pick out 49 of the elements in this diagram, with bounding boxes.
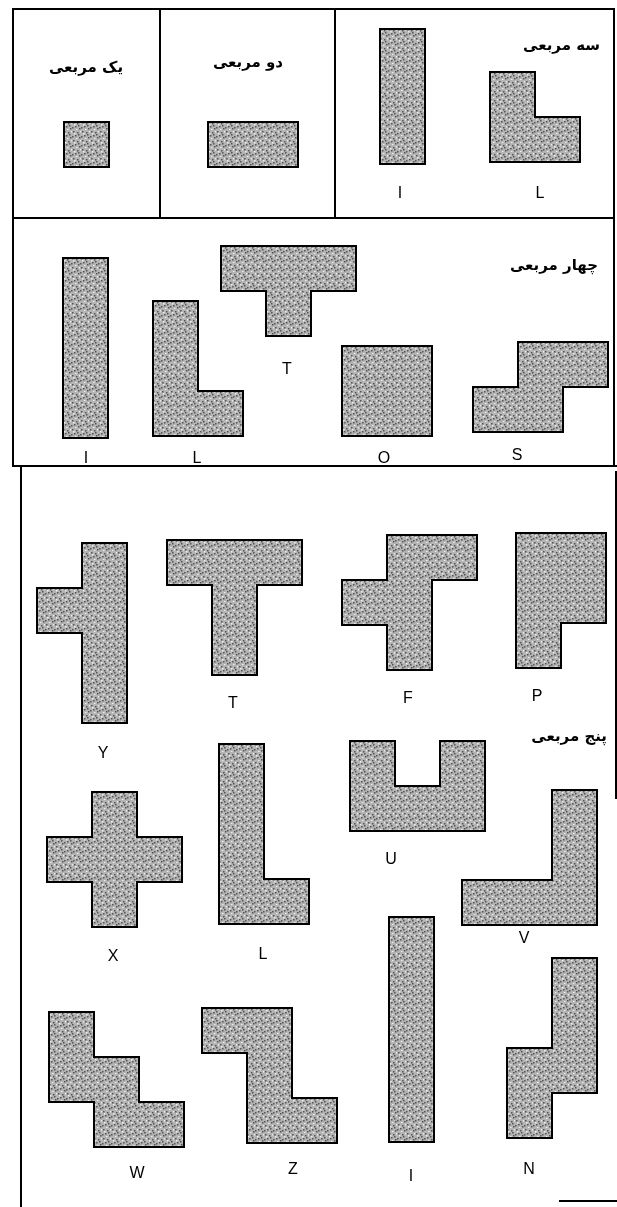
polyomino-shape [63,121,110,168]
polyomino-shape [152,300,244,437]
polyomino-shape [46,791,183,928]
polyomino-shape [62,257,109,439]
shape-letter: I [83,449,89,467]
polyomino-shape [218,743,310,925]
polyomino-shape [220,245,357,337]
shape-letter: U [385,850,397,868]
polyomino-shape [515,532,607,669]
shape-letter: Z [288,1160,298,1178]
panel [334,8,615,219]
shape-letter: L [192,449,202,467]
panel-heading: دو مربعی [212,53,284,71]
shape-letter: Y [97,744,109,762]
shape-letter: V [518,929,530,947]
polyomino-shape [48,1011,185,1148]
panel [20,465,617,1207]
polyomino-shape [207,121,299,168]
shape-letter: P [531,687,543,705]
shape-letter: F [403,689,413,707]
shape-letter: X [107,947,119,965]
polyomino-shape [36,542,128,724]
shape-letter: T [228,694,238,712]
panel-heading: سه مربعی [523,36,600,54]
polyomino-shape [341,345,433,437]
panel-heading: یک مربعی [48,58,124,76]
shape-letter: I [408,1167,414,1185]
shape-letter: L [535,184,545,202]
polyomino-shape [489,71,581,163]
panel [12,8,161,219]
shape-letter: O [377,449,391,467]
panel [12,217,615,467]
polyomino-shape [506,957,598,1139]
polyomino-shape [166,539,303,676]
shape-letter: N [523,1160,535,1178]
panel-heading: چهار مربعی [509,256,598,274]
polyomino-shape [388,916,435,1143]
shape-letter: S [511,446,523,464]
polyomino-shape [379,28,426,165]
shape-letter: L [258,945,268,963]
polyomino-shape [341,534,478,671]
polyomino-shape [461,789,598,926]
polyomino-shape [472,341,609,433]
shape-letter: W [129,1164,145,1182]
shape-letter: T [282,360,292,378]
panel-heading: پنج مربعی [531,727,607,745]
shape-letter: I [397,184,403,202]
polyomino-shape [349,740,486,832]
polyomino-shape [201,1007,338,1144]
